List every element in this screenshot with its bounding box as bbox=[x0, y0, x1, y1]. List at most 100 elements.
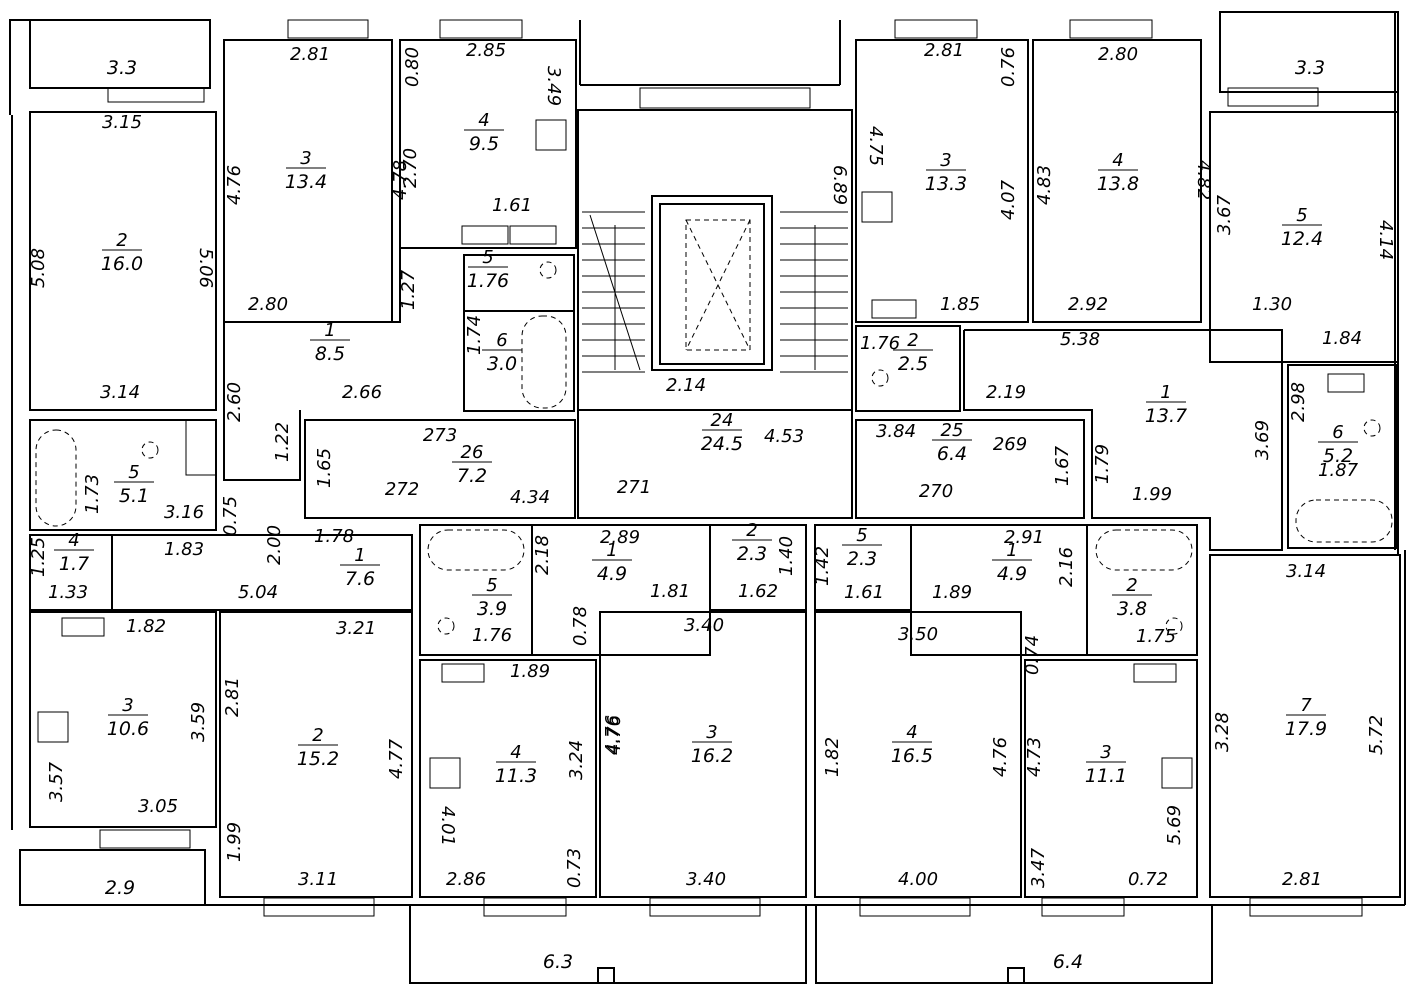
room-area: 11.1 bbox=[1085, 765, 1127, 787]
dimension-label: 1.82 bbox=[822, 737, 843, 777]
dimension-label: 3.57 bbox=[46, 761, 67, 802]
room-bal-tr: 3.3 bbox=[1295, 57, 1325, 79]
dimension-label: 273 bbox=[423, 425, 457, 446]
room-area: 1.7 bbox=[59, 553, 89, 575]
dimension-label: 1.89 bbox=[932, 582, 972, 603]
room-area: 24.5 bbox=[701, 433, 743, 455]
room-area: 3.3 bbox=[1295, 57, 1325, 79]
dimension-label: 272 bbox=[385, 479, 419, 500]
dimension-label: 4.07 bbox=[998, 179, 1019, 220]
room-a4-r5: 52.3 bbox=[842, 525, 882, 570]
room-number: 3 bbox=[706, 722, 717, 743]
room-bal-tl: 3.3 bbox=[107, 57, 137, 79]
dimension-label: 1.67 bbox=[1052, 445, 1073, 486]
room-area: 3.3 bbox=[107, 57, 137, 79]
dimension-label: 4.01 bbox=[437, 806, 458, 846]
dimension-label: 2.18 bbox=[532, 535, 553, 575]
room-area: 3.0 bbox=[487, 353, 517, 375]
dimension-label: 1.82 bbox=[126, 616, 166, 637]
room-area: 10.6 bbox=[107, 718, 149, 740]
room-a2-r3: 310.6 bbox=[107, 695, 149, 740]
dimension-label: 3.40 bbox=[684, 615, 724, 636]
dimension-label: 1.85 bbox=[940, 294, 980, 315]
dimension-label: 3.49 bbox=[543, 66, 564, 106]
dimension-label: 5.06 bbox=[195, 248, 216, 288]
dimension-label: 4.34 bbox=[510, 487, 550, 508]
dimension-label: 2.81 bbox=[222, 677, 243, 717]
dimension-label: 0.75 bbox=[220, 496, 241, 536]
dimension-label: 2.60 bbox=[224, 382, 245, 422]
room-a5-r4: 413.8 bbox=[1097, 150, 1139, 195]
dimension-label: 1.83 bbox=[164, 539, 204, 560]
room-a5-r2: 22.5 bbox=[893, 330, 933, 375]
room-number: 25 bbox=[941, 420, 964, 441]
dimension-label: 1.27 bbox=[398, 269, 419, 310]
dimension-label: 4.53 bbox=[764, 426, 804, 447]
dimension-label: 1.73 bbox=[82, 474, 103, 514]
room-a3-r5: 53.9 bbox=[472, 575, 512, 620]
dimension-label: 1.76 bbox=[472, 625, 512, 646]
dimension-label: 3.50 bbox=[898, 624, 938, 645]
room-area: 4.9 bbox=[997, 563, 1027, 585]
dimension-label: 1.89 bbox=[510, 661, 550, 682]
room-bal-b2: 6.4 bbox=[1053, 951, 1083, 973]
room-number: 5 bbox=[1296, 205, 1307, 226]
dimension-label: 1.78 bbox=[314, 526, 354, 547]
dimension-label: 4.76 bbox=[990, 737, 1011, 777]
dimension-label: 6.89 bbox=[829, 165, 850, 205]
dimension-label: 3.47 bbox=[1028, 847, 1049, 888]
room-area: 11.3 bbox=[495, 765, 537, 787]
room-a1-r6: 63.0 bbox=[482, 330, 522, 375]
room-number: 4 bbox=[1112, 150, 1123, 171]
room-area: 9.5 bbox=[469, 133, 499, 155]
room-a3-r1: 14.9 bbox=[592, 540, 632, 585]
floor-plan-walls bbox=[9, 11, 1406, 984]
dimension-label: 1.65 bbox=[314, 448, 335, 488]
dimension-label: 4.75 bbox=[865, 126, 886, 166]
room-a5-r5: 512.4 bbox=[1281, 205, 1323, 250]
room-number: 3 bbox=[122, 695, 133, 716]
room-area: 17.9 bbox=[1285, 718, 1327, 740]
room-area: 2.5 bbox=[898, 353, 928, 375]
room-area: 6.4 bbox=[937, 443, 967, 465]
dimension-label: 2.86 bbox=[446, 869, 486, 890]
dimension-label: 0.80 bbox=[402, 47, 423, 87]
room-area: 13.3 bbox=[925, 173, 967, 195]
dimension-label: 4.78 bbox=[390, 160, 411, 200]
dimension-label: 0.73 bbox=[564, 848, 585, 888]
dimension-label: 1.61 bbox=[492, 195, 532, 216]
dimension-label: 3.16 bbox=[164, 502, 204, 523]
room-area: 6.4 bbox=[1053, 951, 1083, 973]
room-area: 13.8 bbox=[1097, 173, 1139, 195]
room-number: 4 bbox=[906, 722, 917, 743]
dimension-label: 4.76 bbox=[604, 715, 625, 755]
room-number: 1 bbox=[354, 545, 365, 566]
room-a1-r1: 18.5 bbox=[310, 320, 350, 365]
dimension-label: 2.66 bbox=[342, 382, 382, 403]
dimension-label: 3.67 bbox=[1214, 194, 1235, 235]
dimension-label: 1.76 bbox=[860, 333, 900, 354]
dimension-label: 1.81 bbox=[650, 581, 690, 602]
room-number: 6 bbox=[496, 330, 507, 351]
dimension-label: 2.14 bbox=[666, 375, 706, 396]
dimension-label: 271 bbox=[617, 477, 651, 498]
room-a5-r7: 717.9 bbox=[1285, 695, 1327, 740]
dimension-label: 0.78 bbox=[570, 606, 591, 646]
room-number: 5 bbox=[856, 525, 867, 546]
dimension-label: 2.80 bbox=[1098, 44, 1138, 65]
room-area: 12.4 bbox=[1281, 228, 1323, 250]
dimension-label: 2.92 bbox=[1068, 294, 1108, 315]
dimension-label: 2.81 bbox=[290, 44, 330, 65]
room-a3-r2: 22.3 bbox=[732, 520, 772, 565]
room-area: 16.2 bbox=[691, 745, 733, 767]
dimension-label: 270 bbox=[919, 481, 953, 502]
room-number: 2 bbox=[746, 520, 757, 541]
room-area: 5.2 bbox=[1323, 445, 1353, 467]
dimension-label: 4.14 bbox=[1375, 220, 1396, 260]
dimension-label: 1.79 bbox=[1092, 444, 1113, 484]
dimension-label: 2.98 bbox=[1288, 382, 1309, 422]
dimension-label: 5.69 bbox=[1164, 805, 1185, 845]
room-area: 7.2 bbox=[457, 465, 487, 487]
room-number: 5 bbox=[128, 462, 139, 483]
